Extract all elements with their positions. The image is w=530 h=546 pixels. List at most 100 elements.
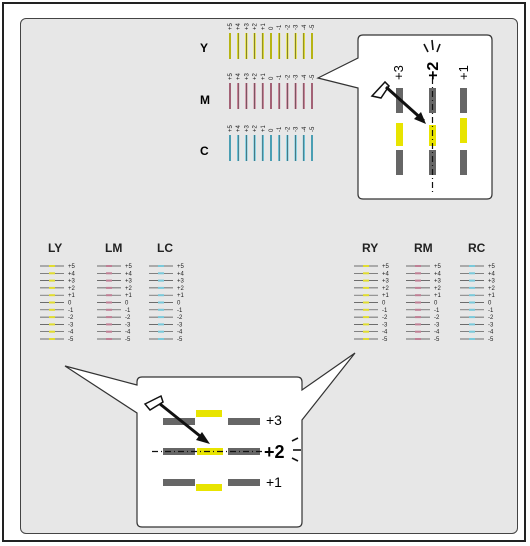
- tick-label: +2: [125, 286, 133, 292]
- stripe-color: [415, 316, 421, 319]
- tick-label: -1: [277, 126, 283, 132]
- tick-label: -2: [68, 315, 74, 321]
- tick-label: +5: [68, 264, 76, 270]
- stripe-color: [469, 286, 475, 289]
- chart-label: LM: [105, 241, 122, 255]
- chart-label: LY: [48, 241, 62, 255]
- tick-label: 0: [177, 301, 181, 307]
- tick-label: -2: [285, 74, 291, 80]
- tick-label: -1: [277, 74, 283, 80]
- stripe-color: [158, 286, 164, 289]
- tick-label: +1: [68, 293, 76, 299]
- tick-label: +3: [382, 279, 390, 285]
- stripe-color: [106, 286, 112, 289]
- tick-label: -2: [177, 315, 183, 321]
- tick-label: +5: [228, 124, 234, 132]
- tick-label: -3: [177, 322, 183, 328]
- tick-label: -5: [382, 337, 388, 343]
- side-chart-rc: RC+5+4+3+2+10-1-2-3-4-5: [460, 241, 496, 343]
- stripe-color: [363, 308, 369, 311]
- tick-label: +4: [382, 271, 390, 277]
- stripe-color: [415, 308, 421, 311]
- tick-label: +4: [236, 72, 242, 80]
- tick-label: -5: [310, 126, 316, 132]
- stripe-color: [106, 294, 112, 297]
- stripe-color: [106, 330, 112, 333]
- stripe-color: [49, 316, 55, 319]
- stripe-color: [469, 316, 475, 319]
- stripe-color: [469, 294, 475, 297]
- tick-label: -1: [382, 308, 388, 314]
- stripe-color: [469, 323, 475, 326]
- tick-label: 0: [434, 301, 438, 307]
- tick-label: -2: [285, 24, 291, 30]
- tick-label: -1: [125, 308, 131, 314]
- top-zoom-callout: +3 +2 +1: [316, 34, 493, 200]
- tick-label: -3: [434, 322, 440, 328]
- tick-label: +4: [434, 271, 442, 277]
- tick-label: -5: [488, 337, 494, 343]
- stripe-color: [415, 338, 421, 340]
- stripe-color: [415, 286, 421, 289]
- tick-label: +4: [488, 271, 496, 277]
- tick-label: -5: [68, 337, 74, 343]
- tick-label: 0: [488, 301, 492, 307]
- stripe-color: [106, 338, 112, 340]
- stripe-color: [49, 294, 55, 297]
- tick-label: -5: [310, 74, 316, 80]
- tick-label: +2: [68, 286, 76, 292]
- tick-label: 0: [382, 301, 386, 307]
- tick-label: -3: [294, 24, 300, 30]
- tick-label: 0: [269, 128, 275, 132]
- tick-label: -2: [434, 315, 440, 321]
- tick-label: +5: [488, 264, 496, 270]
- stripe-color: [415, 265, 421, 267]
- stripe-color: [158, 265, 164, 267]
- stripe-color: [363, 316, 369, 319]
- tick-label: +3: [244, 22, 250, 30]
- zoom-bottom-label-plus3: +3: [266, 412, 282, 428]
- stripe-color: [49, 330, 55, 333]
- stripe-color: [363, 279, 369, 282]
- tick-label: -5: [434, 337, 440, 343]
- stripe-color: [363, 265, 369, 267]
- side-chart-lc: LC+5+4+3+2+10-1-2-3-4-5: [149, 241, 185, 343]
- tick-label: -4: [434, 330, 440, 336]
- side-chart-ry: RY+5+4+3+2+10-1-2-3-4-5: [354, 241, 390, 343]
- chart-label-c: C: [200, 144, 209, 158]
- pointing-hand-icon: [143, 394, 210, 444]
- stripe-color: [469, 308, 475, 311]
- tick-label: +3: [434, 279, 442, 285]
- tick-label: +5: [434, 264, 442, 270]
- stripe-color: [158, 323, 164, 326]
- stripe-color: [158, 301, 164, 304]
- tick-label: +5: [382, 264, 390, 270]
- tick-label: -4: [302, 24, 308, 30]
- stripe-color: [106, 265, 112, 267]
- tick-label: 0: [125, 301, 129, 307]
- tick-label: +5: [228, 22, 234, 30]
- stripe-color: [106, 323, 112, 326]
- tick-label: +3: [488, 279, 496, 285]
- tick-label: +1: [382, 293, 390, 299]
- tick-label: +4: [177, 271, 185, 277]
- stripe-color: [363, 330, 369, 333]
- stripe-color: [106, 308, 112, 311]
- tick-label: -3: [125, 322, 131, 328]
- tick-label: +2: [434, 286, 442, 292]
- tick-label: +2: [253, 72, 259, 80]
- stripe-color: [49, 279, 55, 282]
- bottom-zoom-callout: +3 +2 +1: [64, 352, 356, 528]
- tick-label: -5: [310, 24, 316, 30]
- tick-label: +5: [228, 72, 234, 80]
- tick-label: +5: [125, 264, 133, 270]
- tick-label: -2: [285, 126, 291, 132]
- stripe-color: [415, 330, 421, 333]
- stripe-color: [469, 338, 475, 340]
- tick-label: +2: [253, 124, 259, 132]
- tick-label: -5: [177, 337, 183, 343]
- tick-label: +4: [125, 271, 133, 277]
- stripe-color: [158, 294, 164, 297]
